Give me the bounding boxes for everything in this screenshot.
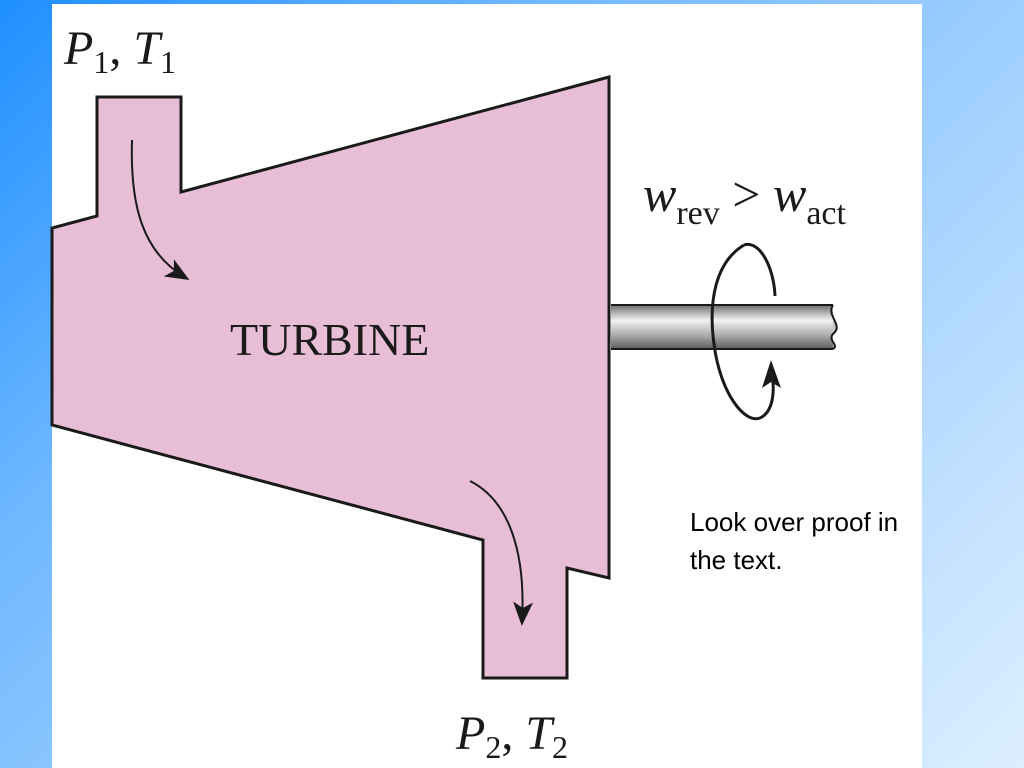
work-relation-label: wrev > wact [643,166,847,232]
outlet-temperature-subscript: 2 [552,729,568,765]
actual-work-subscript: act [806,195,846,232]
outlet-pressure-subscript: 2 [485,729,501,765]
inlet-pressure-subscript: 1 [93,44,109,80]
rotation-arrow [710,243,781,421]
inlet-temperature-subscript: 1 [160,44,176,80]
caption: Look over proof in the text. [690,503,990,579]
outlet-flow-arrow [469,480,534,626]
inlet-separator: , [109,22,133,75]
rotation-arrowhead [762,360,781,388]
shaft [611,304,838,350]
outlet-temperature-symbol: T [525,707,555,760]
inlet-flow-arrow [130,139,190,281]
greater-than-operator: > [720,166,773,222]
caption-line-1: Look over proof in [690,507,899,537]
turbine-label: TURBINE [230,314,429,365]
actual-work-symbol: w [773,166,806,222]
caption-line-2: the text. [690,545,783,575]
inlet-state-label: P1, T1 [63,22,176,80]
inlet-pressure-symbol: P [63,22,93,75]
outlet-state-label: P2, T2 [455,707,568,765]
turbine-body [50,75,611,680]
inlet-temperature-symbol: T [133,22,163,75]
reversible-work-subscript: rev [676,195,719,232]
outlet-separator: , [501,707,525,760]
reversible-work-symbol: w [643,166,676,222]
outlet-pressure-symbol: P [455,707,485,760]
